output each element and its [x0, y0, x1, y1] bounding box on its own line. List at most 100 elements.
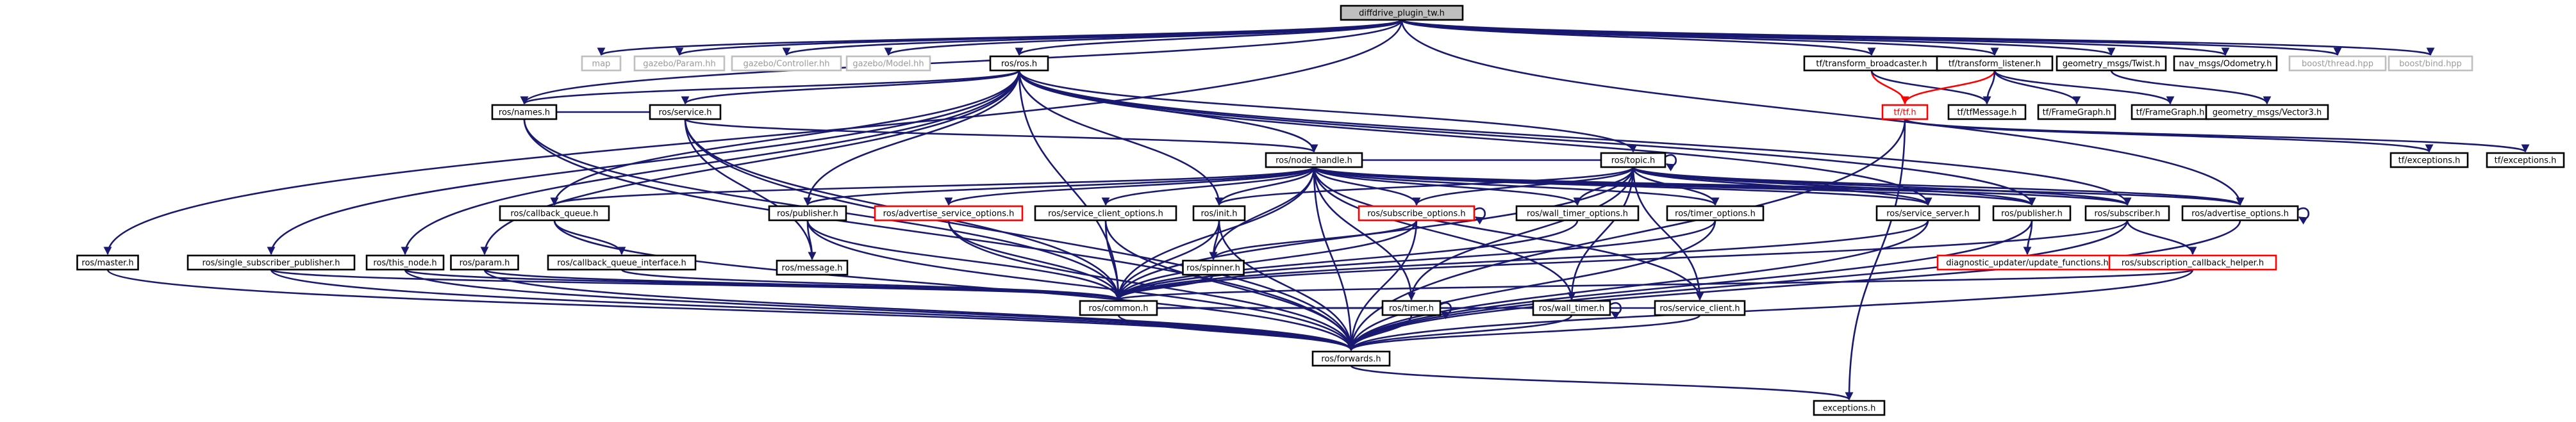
node-ros-topic[interactable]: ros/topic.h — [1600, 152, 1666, 168]
edge-ros_wall_timer-self-loop — [1609, 302, 1622, 320]
node-ros-message[interactable]: ros/message.h — [776, 259, 849, 276]
edge-ros_service-to-ros_message — [684, 118, 817, 261]
node-ros-subscriber[interactable]: ros/subscriber.h — [2084, 205, 2170, 222]
edge-ros_ros-to-ros_publisher_right — [1018, 70, 2036, 206]
edge-ros_ros-to-ros_publisher_left — [803, 70, 1020, 206]
node-ros-single-sub-pub[interactable]: ros/single_subscriber_publisher.h — [187, 254, 356, 271]
node-ros-publisher-right[interactable]: ros/publisher.h — [1992, 205, 2072, 222]
edge-ros_master-to-ros_forwards — [106, 269, 1356, 352]
node-label: ros/service_server.h — [1886, 209, 1970, 219]
edge-ros_ros-to-ros_service — [681, 69, 1020, 105]
node-exceptions[interactable]: exceptions.h — [1813, 400, 1886, 416]
edge-ros_subscriber-to-ros_common — [1114, 220, 2129, 301]
node-ros-callback-queue[interactable]: ros/callback_queue.h — [499, 205, 610, 222]
edge-ros_ros-to-ros_callback_queue — [550, 70, 1020, 206]
node-ros-wall-timer-options[interactable]: ros/wall_timer_options.h — [1515, 205, 1640, 222]
node-ros-param[interactable]: ros/param.h — [450, 254, 519, 271]
node-label: ros/timer.h — [1389, 304, 1434, 314]
node-label: ros/callback_queue_interface.h — [557, 259, 686, 268]
node-root[interactable]: diffdrive_plugin_tw.h — [1340, 4, 1464, 21]
node-ros-publisher-left[interactable]: ros/publisher.h — [768, 205, 847, 222]
node-tf-framegraph-b[interactable]: tf/FrameGraph.h — [2131, 104, 2210, 120]
node-tf-exceptions-b[interactable]: tf/exceptions.h — [2486, 152, 2565, 168]
node-tf-tfmessage[interactable]: tf/tfMessage.h — [1947, 104, 2027, 120]
node-ros-spinner[interactable]: ros/spinner.h — [1182, 259, 1245, 276]
node-tf-tf[interactable]: tf/tf.h — [1881, 104, 1929, 120]
edge-tf_listener-to-tf_tfmessage — [1982, 70, 1996, 105]
node-label: ros/service_client.h — [1659, 304, 1740, 314]
edge-ros_topic-to-ros_wall_timer_options — [1573, 166, 1634, 206]
node-label: geometry_msgs/Twist.h — [2063, 60, 2161, 69]
node-ros-common[interactable]: ros/common.h — [1079, 300, 1158, 316]
node-ros-names[interactable]: ros/names.h — [491, 104, 558, 120]
edge-ros_init-to-ros_common — [1114, 220, 1220, 301]
node-label: tf/transform_broadcaster.h — [1816, 60, 1927, 69]
node-geometry-vector3[interactable]: geometry_msgs/Vector3.h — [2205, 104, 2329, 120]
node-label: ros/timer_options.h — [1675, 209, 1756, 219]
node-ros-node-handle[interactable]: ros/node_handle.h — [1265, 152, 1363, 168]
node-ros-timer[interactable]: ros/timer.h — [1381, 300, 1442, 316]
node-tf-exceptions-a[interactable]: tf/exceptions.h — [2389, 152, 2469, 168]
node-ros-this-node[interactable]: ros/this_node.h — [365, 254, 445, 271]
node-ros-master[interactable]: ros/master.h — [76, 254, 139, 271]
edge-root-to-ros_master — [103, 19, 1403, 256]
edge-ros_ros-to-ros_topic — [1018, 70, 1638, 153]
edge-ros_topic-to-ros_service_server — [1632, 166, 1932, 206]
edge-ros_ros-to-ros_subscriber — [1018, 70, 2132, 206]
edge-ros_publisher_left-to-ros_message — [806, 220, 817, 261]
node-ros-service-client-options[interactable]: ros/service_client_options.h — [1034, 205, 1177, 222]
node-tf-framegraph-a[interactable]: tf/FrameGraph.h — [2037, 104, 2116, 120]
node-boost-bind: boost/bind.hpp — [2388, 55, 2473, 72]
edge-ros_ros-to-ros_service_server — [1018, 70, 1932, 206]
edge-ros_subscribe_options-to-ros_spinner — [1209, 220, 1418, 261]
edge-ros_ros-to-ros_names — [520, 69, 1020, 105]
node-ros-ros[interactable]: ros/ros.h — [989, 55, 1049, 72]
node-label: ros/node_handle.h — [1276, 156, 1352, 166]
node-ros-subscribe-options[interactable]: ros/subscribe_options.h — [1358, 205, 1475, 222]
node-label: geometry_msgs/Vector3.h — [2213, 108, 2322, 118]
edge-ros_forwards-to-exceptions — [1350, 364, 1854, 401]
node-ros-wall-timer[interactable]: ros/wall_timer.h — [1532, 300, 1611, 316]
node-ros-timer-options[interactable]: ros/timer_options.h — [1666, 205, 1765, 222]
node-nav-odometry[interactable]: nav_msgs/Odometry.h — [2173, 55, 2278, 72]
edge-ros_subscribe_options-to-ros_forwards — [1347, 220, 1418, 352]
edge-ros_single_sub_pub-to-ros_forwards — [270, 269, 1356, 352]
node-ros-service[interactable]: ros/service.h — [649, 104, 722, 120]
edge-ros_node_handle-to-ros_callback_queue — [550, 166, 1315, 206]
node-ros-service-client[interactable]: ros/service_client.h — [1654, 300, 1746, 316]
node-ros-subscription-callback-helper[interactable]: ros/subscription_callback_helper.h — [2108, 254, 2277, 271]
node-diagnostic-update-functions[interactable]: diagnostic_updater/update_functions.h — [1936, 254, 2118, 271]
edge-tf_tf-to-exceptions — [1845, 118, 1906, 401]
node-gazebo-param: gazebo/Param.hh — [633, 55, 726, 72]
edge-ros_callback_queue-to-ros_forwards — [553, 220, 1356, 352]
node-ros-advertise-options[interactable]: ros/advertise_options.h — [2181, 205, 2299, 222]
node-tf-broadcaster[interactable]: tf/transform_broadcaster.h — [1803, 55, 1940, 72]
edge-ros_subscriber-to-ros_subscription_callback_helper — [2126, 220, 2197, 256]
edge-root-to-gazebo_param — [675, 19, 1403, 56]
node-label: boost/thread.hpp — [2302, 60, 2373, 69]
edge-ros_node_handle-to-ros_forwards — [1313, 166, 1356, 352]
node-label: gazebo/Model.hh — [852, 60, 924, 69]
node-ros-forwards[interactable]: ros/forwards.h — [1311, 350, 1391, 367]
node-label: ros/message.h — [782, 264, 843, 273]
node-geometry-twist[interactable]: geometry_msgs/Twist.h — [2056, 55, 2167, 72]
node-label: ros/subscriber.h — [2094, 209, 2160, 219]
node-label: gazebo/Controller.hh — [744, 60, 830, 69]
node-ros-init[interactable]: ros/init.h — [1192, 205, 1246, 222]
edge-ros_timer-self-loop — [1440, 302, 1452, 320]
node-label: ros/single_subscriber_publisher.h — [203, 259, 340, 268]
node-ros-advertise-service-options[interactable]: ros/advertise_service_options.h — [874, 205, 1024, 222]
node-label: ros/master.h — [81, 259, 133, 268]
node-tf-listener[interactable]: tf/transform_listener.h — [1936, 55, 2054, 72]
node-ros-callback-queue-interface[interactable]: ros/callback_queue_interface.h — [547, 254, 697, 271]
node-ros-service-server[interactable]: ros/service_server.h — [1875, 205, 1981, 222]
edge-ros_topic-to-ros_init — [1215, 166, 1634, 206]
edge-ros_names-to-ros_forwards — [523, 118, 1356, 352]
edge-ros_ros-to-ros_param — [480, 70, 1020, 256]
edge-root-to-geometry_twist — [1400, 19, 2116, 56]
edge-ros_node_handle-to-ros_advertise_service_options — [944, 166, 1315, 206]
edge-ros_topic-to-ros_service_client — [1632, 166, 1704, 301]
node-label: ros/topic.h — [1611, 156, 1656, 166]
